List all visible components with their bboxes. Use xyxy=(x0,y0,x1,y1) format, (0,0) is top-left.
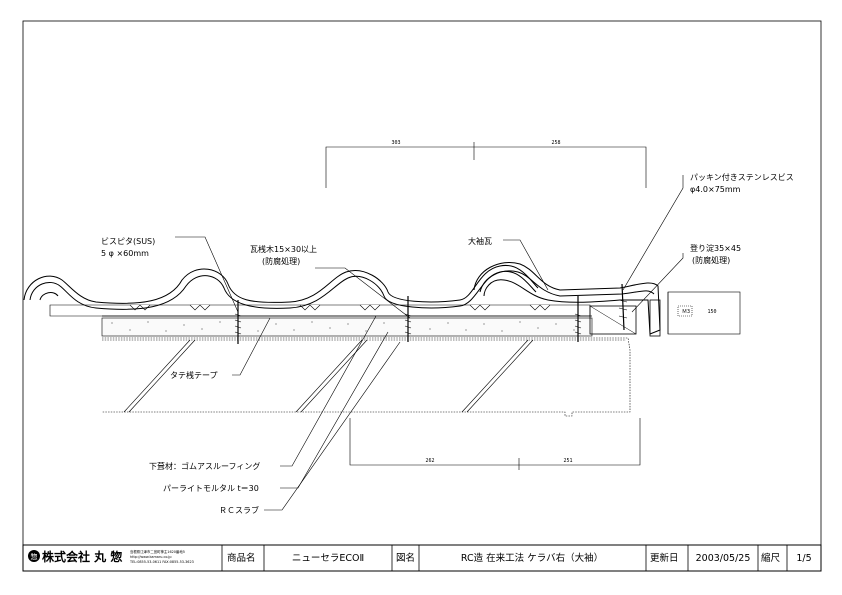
drawing-label: 図名 xyxy=(396,552,415,564)
callout-packing-screw-size: φ4.0×75mm xyxy=(690,185,741,194)
mortar-layer xyxy=(101,315,593,337)
slab-hatch xyxy=(123,339,534,413)
updated-value: 2003/05/25 xyxy=(696,553,751,564)
callout-packing-screw: パッキン付きステンレスビス xyxy=(690,172,794,182)
roof-tiles xyxy=(23,262,661,335)
dim-top-left: 303 xyxy=(391,140,400,146)
product-value: ニューセラECOⅡ xyxy=(292,553,364,564)
company-logo: 株式会社 丸 惣 xyxy=(42,549,122,564)
screws xyxy=(234,283,628,344)
leader-lines xyxy=(175,175,684,511)
dimension-lines xyxy=(325,142,647,470)
counter-batten xyxy=(589,299,661,337)
company-address: 島根県江津市二宮町神主1620番地5 xyxy=(130,549,185,554)
drawing-frame xyxy=(22,20,822,572)
callout-batten-note: (防腐処理) xyxy=(262,256,300,266)
dim-bottom-left: 262 xyxy=(425,458,434,464)
tile-battens xyxy=(49,304,591,317)
company-phone: TEL:0855-53-0611 FAX:0855-53-3623 xyxy=(129,560,194,564)
scale-value: 1/5 xyxy=(796,553,811,564)
callout-screw-size: 5 φ ×60mm xyxy=(101,249,149,258)
company-logo-mark: 惣 xyxy=(28,550,40,562)
drawing-value: RC造 在来工法 ケラバ右（大袖） xyxy=(461,552,603,564)
callout-slab: ＲＣスラブ xyxy=(219,505,259,515)
end-section-box xyxy=(667,291,741,335)
title-block xyxy=(22,544,822,572)
rc-slab xyxy=(102,337,631,417)
updated-label: 更新日 xyxy=(650,552,679,564)
callout-screw: ビスピタ(SUS) xyxy=(101,237,155,246)
dim-section-b: 150 xyxy=(707,309,716,315)
dim-top-right: 258 xyxy=(551,140,560,146)
callout-counter-batten-note: (防腐処理) xyxy=(692,255,730,265)
company-url: http://www.kamaru.co.jp xyxy=(130,555,172,559)
callout-underlay: 下葺材：ゴムアスルーフィング xyxy=(149,461,260,471)
svg-text:惣: 惣 xyxy=(31,552,38,561)
dim-section-a: Ｍ3 xyxy=(682,309,690,315)
scale-label: 縮尺 xyxy=(761,552,781,564)
callout-eave-tile: 大袖瓦 xyxy=(468,236,492,246)
product-label: 商品名 xyxy=(227,552,256,564)
callout-mortar: パーライトモルタル t＝30 xyxy=(163,484,259,493)
callout-counter-batten: 登り淀35×45 xyxy=(690,243,741,253)
callout-vertical-tape: タテ桟テープ xyxy=(170,370,218,380)
callout-batten: 瓦桟木15×30以上 xyxy=(250,244,317,254)
dim-bottom-right: 251 xyxy=(563,458,572,464)
